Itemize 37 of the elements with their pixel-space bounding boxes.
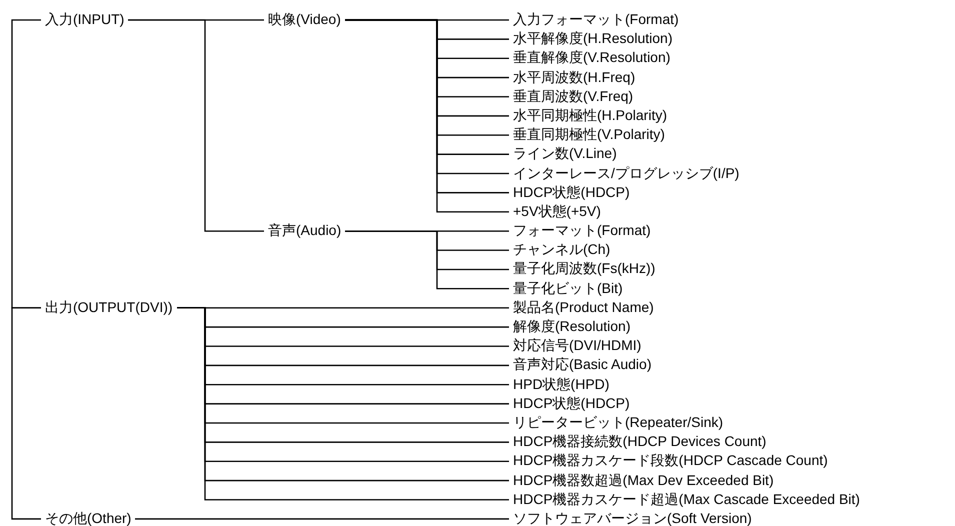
tree-item-label: 水平解像度(H.Resolution) [513,30,672,48]
tree-item-label: 量子化ビット(Bit) [513,280,623,297]
tree-item-label: 垂直同期極性(V.Polarity) [513,126,665,144]
tree-item-label: その他(Other) [45,510,132,526]
tree-item-label: リピータービット(Repeater/Sink) [513,414,724,431]
connector-line [11,307,41,520]
connector-line [345,230,509,290]
connector-line [135,518,509,520]
tree-item-label: HDCP状態(HDCP) [513,184,630,201]
tree-item-label: 入力フォーマット(Format) [513,11,679,28]
tree-item-label: 水平同期極性(H.Polarity) [513,106,668,124]
tree-item-label: 対応信号(DVI/HDMI) [513,337,642,354]
tree-item-label: 入力(INPUT) [45,11,124,28]
tree-item-label: HDCP機器数超過(Max Dev Exceeded Bit) [513,472,774,489]
tree-item-label: ライン数(V.Line) [513,145,617,162]
tree-item-label: HDCP機器カスケード段数(HDCP Cascade Count) [513,452,828,470]
tree-item-label: フォーマット(Format) [513,222,651,240]
tree-item-label: 垂直周波数(V.Freq) [513,88,634,105]
connector-line [11,19,41,308]
tree-item-label: HDCP機器接続数(HDCP Devices Count) [513,433,766,450]
tree-item-label: 量子化周波数(Fs(kHz)) [513,260,656,278]
tree-item-label: 音声対応(Basic Audio) [513,356,652,374]
tree-item-label: 出力(OUTPUT(DVI)) [45,298,173,316]
tree-item-label: 映像(Video) [268,11,341,28]
tree-item-label: インターレース/プログレッシブ(I/P) [513,164,740,182]
tree-item-label: HPD状態(HPD) [513,376,610,393]
tree-item-label: 解像度(Resolution) [513,318,630,336]
tree-item-label: 製品名(Product Name) [513,298,654,316]
tree-item-label: 水平周波数(H.Freq) [513,68,636,86]
tree-item-label: ソフトウェアバージョン(Soft Version) [513,510,752,526]
tree-item-label: HDCP状態(HDCP) [513,394,630,412]
tree-item-label: +5V状態(+5V) [513,202,601,220]
tree-item-label: 音声(Audio) [268,222,342,240]
connector-line [128,19,264,232]
tree-item-label: チャンネル(Ch) [513,241,610,258]
tree-item-label: 垂直解像度(V.Resolution) [513,49,670,66]
tree-item-label: HDCP機器カスケード超過(Max Cascade Exceeded Bit) [513,490,860,508]
